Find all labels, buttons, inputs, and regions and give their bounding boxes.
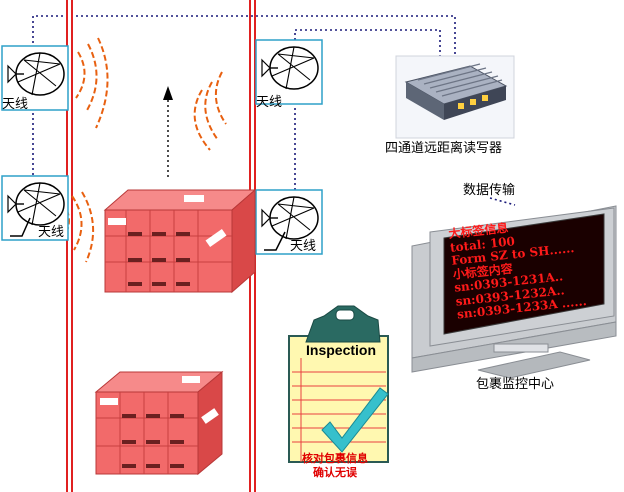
inspection-title: Inspection (306, 342, 377, 358)
antenna-label-top-right: 天线 (256, 95, 283, 110)
link-right-antenna-to-reader (294, 29, 441, 68)
parcel-lower (94, 370, 224, 476)
parcel-upper (103, 188, 257, 294)
rfid-reader-device (395, 55, 515, 139)
antenna-label-bottom-left: 天线 (38, 225, 65, 240)
reader-label: 四通道远距离读写器 (385, 141, 503, 156)
verify-caption: 核对包裹信息 确认无误 (302, 452, 368, 480)
inspection-clipboard (288, 305, 389, 463)
monitor-screen-text: 大标签信息 total: 100 Form SZ to SH...... 小标签… (448, 211, 619, 337)
antenna-stands (10, 217, 286, 251)
direction-arrow (163, 86, 173, 180)
verify-line-2: 确认无误 (313, 466, 357, 479)
antenna-label-bottom-right: 天线 (290, 239, 317, 254)
data-transfer-label: 数据传输 (463, 183, 516, 198)
monitor-center-label: 包裹监控中心 (476, 377, 555, 392)
link-left-antenna-to-reader (32, 15, 456, 68)
monitor (411, 205, 617, 379)
link-data-transfer (489, 197, 516, 206)
reader-link-lines (32, 15, 516, 206)
antenna-label-top-left: 天线 (2, 97, 29, 112)
verify-line-1: 核对包裹信息 (302, 452, 368, 465)
